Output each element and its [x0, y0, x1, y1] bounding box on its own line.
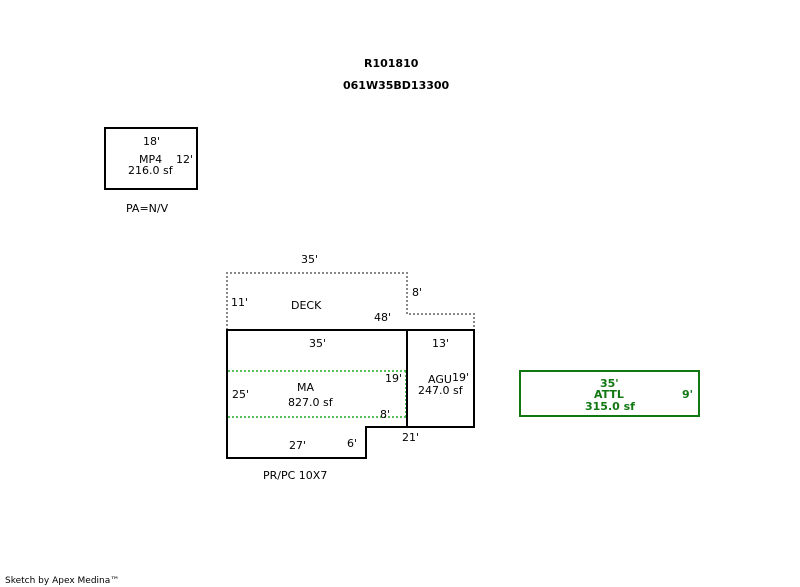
deck-dim-right: 8' — [412, 286, 423, 299]
attl-label: ATTL — [594, 388, 624, 401]
mp4-dim-top: 18' — [143, 135, 161, 148]
attl-dim-top: 35' — [600, 377, 619, 390]
deck-dim-bottom: 48' — [374, 311, 392, 324]
agu-dim-right: 19' — [452, 371, 470, 384]
deck-outline — [226, 272, 475, 330]
ma-note: PR/PC 10X7 — [263, 469, 328, 482]
deck-dim-left: 11' — [231, 296, 249, 309]
mp4-note: PA=N/V — [126, 202, 169, 215]
attl-dim-right: 9' — [682, 388, 694, 401]
ma-dim-inner-bottom: 8' — [380, 408, 391, 421]
agu-dim-top: 13' — [432, 337, 450, 350]
mp4-outline — [104, 127, 198, 190]
map-tax-lot: 061W35BD13300 — [343, 79, 450, 92]
ma-dim-notch: 6' — [347, 437, 358, 450]
ma-area: 827.0 sf — [288, 396, 333, 409]
ma-dim-left: 25' — [232, 388, 250, 401]
attl-area: 315.0 sf — [585, 400, 635, 413]
ma-dim-step: 21' — [402, 431, 420, 444]
account-number: R101810 — [364, 57, 419, 70]
agu-area: 247.0 sf — [418, 384, 463, 397]
deck-label: DECK — [291, 299, 322, 312]
agu-label: AGU — [428, 373, 452, 386]
ma-label: MA — [297, 381, 315, 394]
sketch-credit: Sketch by Apex Medina™ — [5, 576, 120, 586]
agu-outline — [406, 329, 475, 428]
mp4-dim-right: 12' — [176, 153, 194, 166]
mp4-area: 216.0 sf — [128, 164, 173, 177]
ma-dim-bottom: 27' — [289, 439, 307, 452]
ma-dim-inner-right: 19' — [385, 372, 403, 385]
deck-dim-top: 35' — [301, 253, 319, 266]
ma-dim-top: 35' — [309, 337, 327, 350]
attl-outline — [519, 370, 700, 417]
mp4-label: MP4 — [139, 153, 163, 166]
